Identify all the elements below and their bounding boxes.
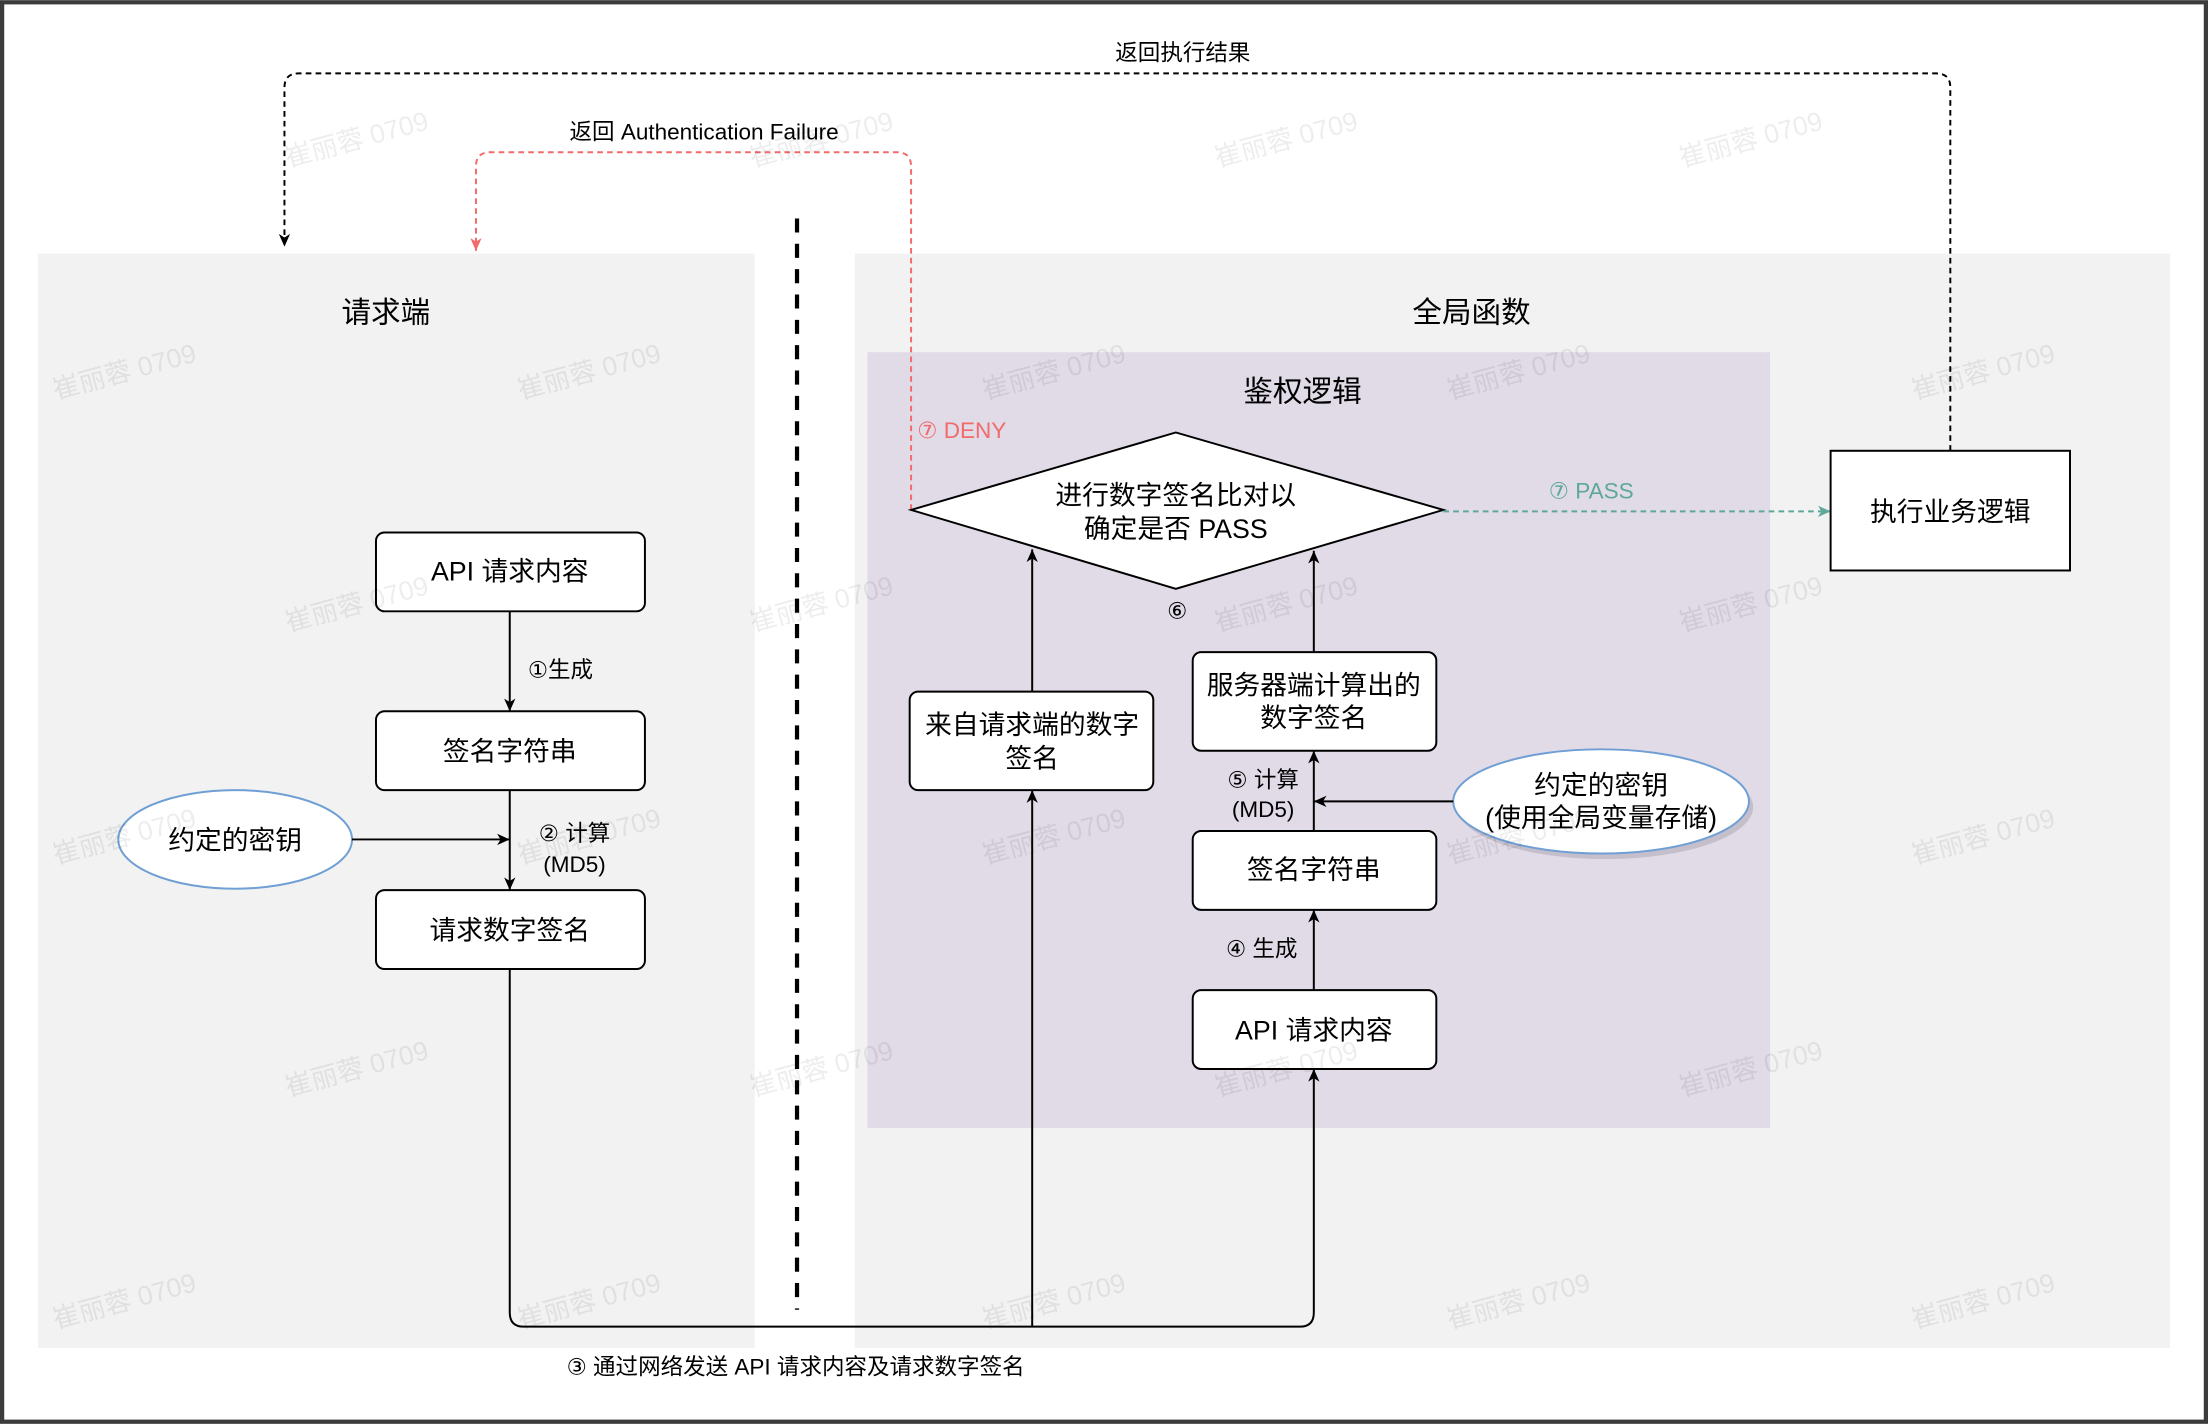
client-signature-text-line1: 来自请求端的数字 [925, 710, 1139, 740]
client-step2-label-line1: ② 计算 [539, 821, 610, 846]
return-failure-connector [470, 151, 913, 510]
server-sign-string-box: 签名字符串 [1191, 830, 1438, 911]
server-step5-label-line2: (MD5) [1232, 797, 1295, 822]
client-secret-key-shape [117, 789, 354, 890]
network-label: ③ 通过网络发送 API 请求内容及请求数字签名 [567, 1355, 1025, 1380]
client-sign-string-box: 签名字符串 [374, 710, 646, 792]
server-api-request-shape [1191, 989, 1438, 1070]
compare-decision-shape [907, 431, 1447, 590]
client-signature-box: 来自请求端的数字 签名 [908, 690, 1155, 792]
client-sign-string-text: 签名字符串 [443, 737, 577, 767]
return-result-label: 返回执行结果 [1115, 41, 1250, 66]
server-secret-key-text-line2: (使用全局变量存储) [1485, 803, 1717, 833]
server-api-request-box: API 请求内容 [1191, 989, 1438, 1070]
server-step5-label-line1: ⑤ 计算 [1227, 767, 1298, 792]
server-sign-string-text: 签名字符串 [1247, 855, 1381, 885]
client-request-signature-text: 请求数字签名 [429, 915, 590, 945]
client-request-signature-box: 请求数字签名 [374, 889, 646, 970]
business-logic-shape [1829, 449, 2071, 572]
server-signature-text-line1: 服务器端计算出的 [1207, 670, 1421, 700]
client-step2-label-line2: (MD5) [543, 852, 606, 877]
return-result-connector [278, 72, 1952, 451]
deny-label: ⑦ DENY [917, 418, 1006, 443]
server-secret-key-text-line1: 约定的密钥 [1534, 770, 1668, 800]
client-api-request-box: API 请求内容 [374, 531, 646, 613]
server-step4-label: ④ 生成 [1226, 936, 1297, 961]
pass-label: ⑦ PASS [1549, 479, 1634, 504]
auth-logic-title: 鉴权逻辑 [1243, 376, 1361, 409]
server-signature-shape [1191, 651, 1438, 752]
client-api-request-text: API 请求内容 [431, 556, 589, 586]
server-signature-text-line2: 数字签名 [1260, 703, 1367, 733]
compare-decision-text-line2: 确定是否 PASS [1084, 514, 1268, 544]
server-secret-key-ellipse: 约定的密钥 (使用全局变量存储) [1452, 748, 1754, 860]
compare-decision-text-line1: 进行数字签名比对以 [1055, 480, 1296, 510]
business-logic-text: 执行业务逻辑 [1870, 497, 2031, 527]
server-secret-key-shape [1452, 748, 1750, 855]
network-connector [508, 968, 1320, 1328]
server-api-request-text: API 请求内容 [1235, 1015, 1393, 1045]
client-secret-key-ellipse: 约定的密钥 [117, 789, 354, 890]
client-step1-label: ①生成 [528, 658, 593, 683]
server-signature-box: 服务器端计算出的 数字签名 [1191, 651, 1438, 752]
client-panel [38, 253, 755, 1348]
client-secret-key-text: 约定的密钥 [168, 825, 302, 855]
client-signature-shape [908, 690, 1155, 792]
server-panel-title: 全局函数 [1412, 297, 1530, 330]
compare-decision: 进行数字签名比对以 确定是否 PASS [907, 431, 1447, 590]
client-signature-text-line2: 签名 [1005, 744, 1059, 774]
client-panel-title: 请求端 [341, 297, 430, 330]
step6-label: ⑥ [1167, 598, 1187, 623]
business-logic-box: 执行业务逻辑 [1829, 449, 2071, 572]
return-failure-label: 返回 Authentication Failure [570, 120, 839, 145]
